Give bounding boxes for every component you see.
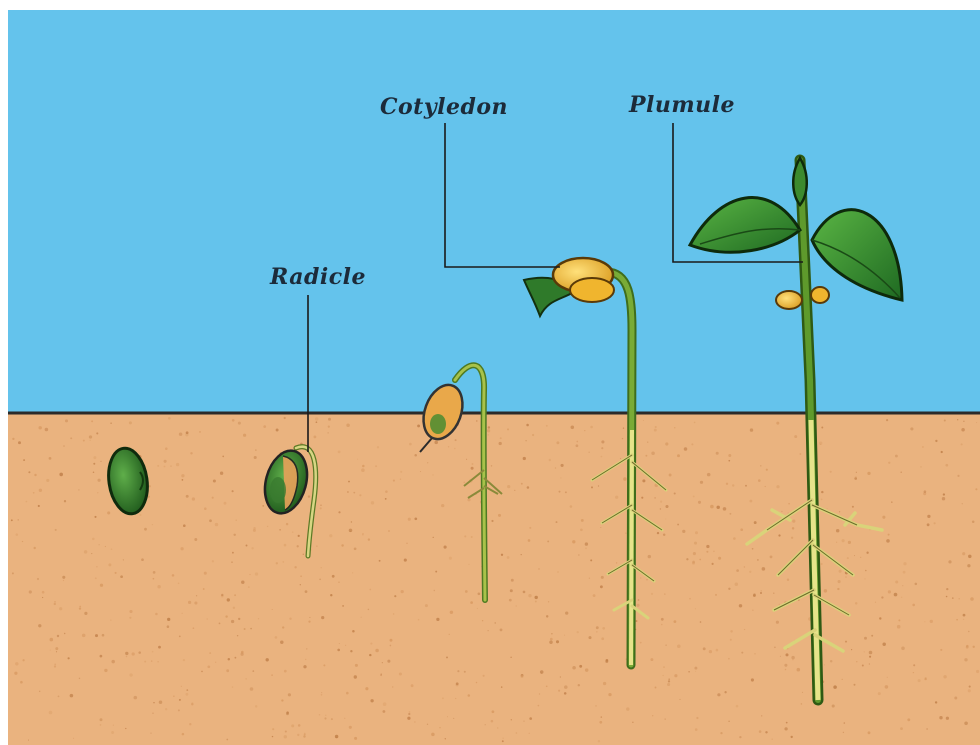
soil [8, 414, 980, 745]
plumule-label: Plumule [628, 92, 735, 118]
cotyledon-label: Cotyledon [380, 94, 508, 120]
radicle-label: Radicle [269, 264, 366, 290]
sky [8, 10, 980, 414]
